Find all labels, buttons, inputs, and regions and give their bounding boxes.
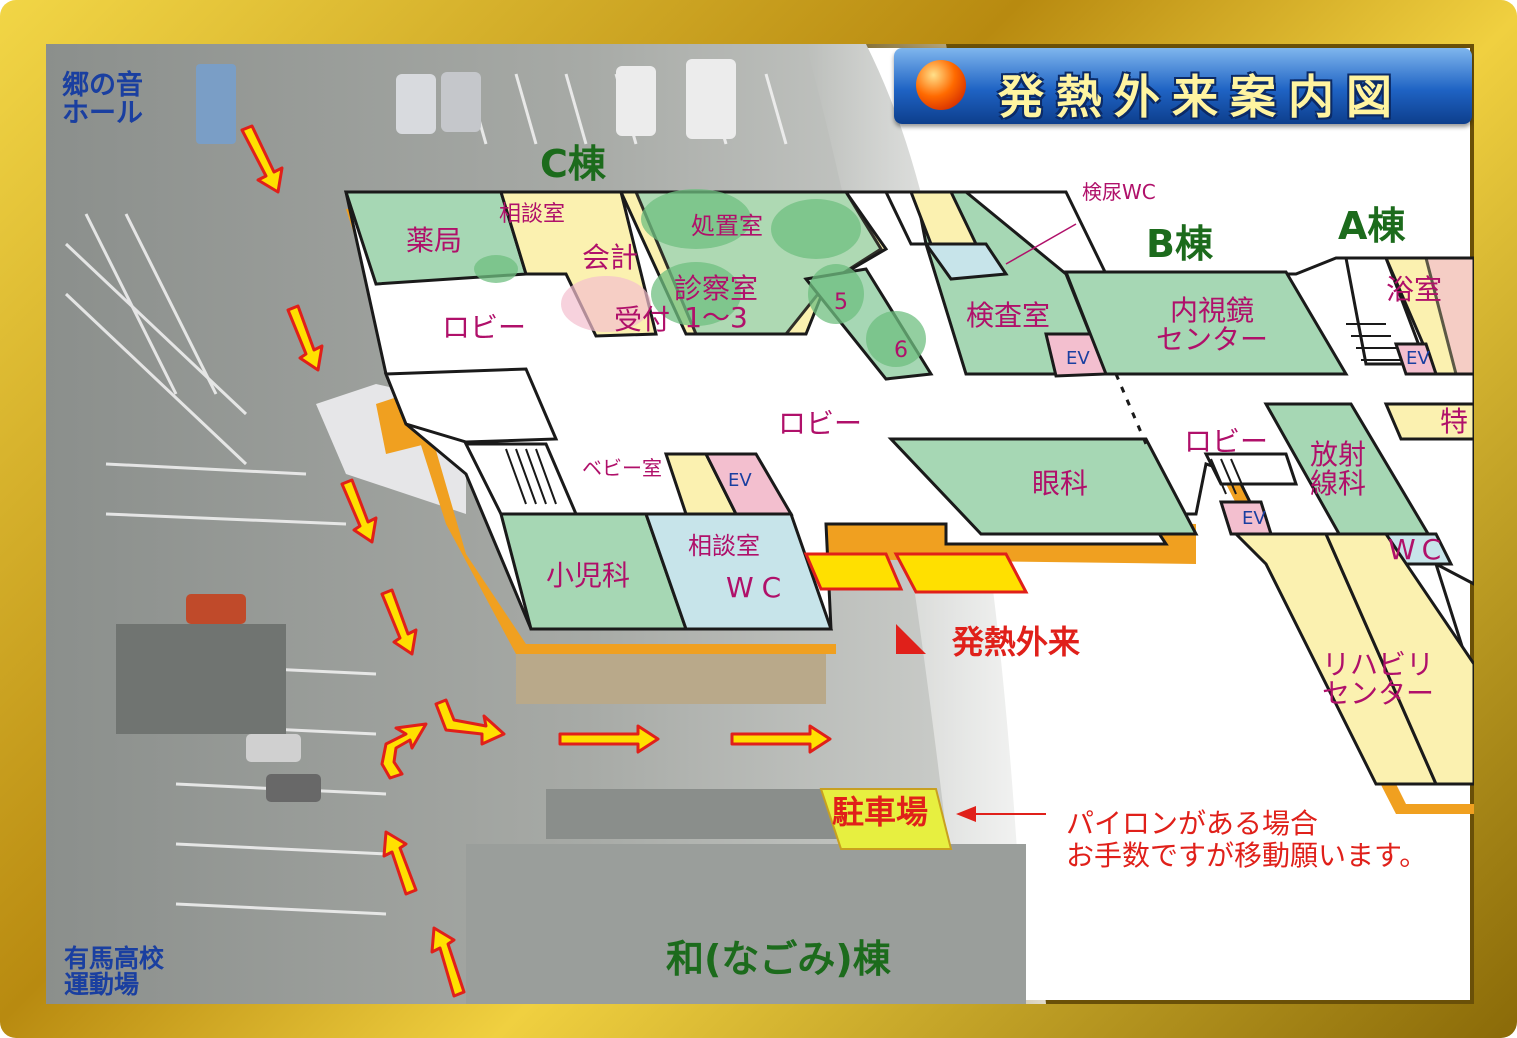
treatment-room-label: 処置室: [691, 212, 763, 240]
c2-ev-label: EV: [728, 470, 752, 491]
b-wc-label: WC: [1388, 533, 1448, 566]
page-title: 発熱外来案内図: [998, 70, 1404, 124]
radiology-line1: 放射: [1310, 438, 1367, 471]
title-banner: 発熱外来案内図: [894, 48, 1472, 124]
lab-label: 検査室: [966, 299, 1051, 332]
main-lobby-label: ロビー: [778, 407, 863, 440]
b-building-label: B棟: [1146, 222, 1213, 266]
cashier-label: 会計: [582, 241, 639, 274]
reception-label: 受付: [614, 303, 671, 336]
c-ev-label: EV: [1066, 348, 1090, 369]
arima-field-label: 有馬高校 運動場: [64, 944, 165, 1000]
bath-label: 浴室: [1386, 273, 1443, 306]
urine-wc-leader: [1005, 223, 1077, 265]
pediatrics-label: 小児科: [546, 559, 631, 592]
room-5-label: 5: [834, 290, 848, 315]
c-building-label: C棟: [540, 142, 606, 186]
consult-room-label: 相談室: [499, 202, 566, 227]
fever-clinic-label: 発熱外来: [952, 623, 1081, 661]
baby-room-label: ベビー室: [582, 456, 662, 480]
b-ev-label: EV: [1242, 508, 1266, 529]
nagomi-roof: [466, 844, 1026, 1004]
exam-room-label: 診察室 1～3: [674, 274, 758, 333]
parking-label: 駐車場: [832, 793, 929, 831]
gonone-line2: ホール: [62, 98, 143, 130]
b-stairs: [1210, 458, 1247, 495]
c-stairs: [505, 448, 557, 505]
treatment-beds: [474, 189, 926, 367]
route-arrows: [240, 124, 832, 998]
consult-room-2-label: 相談室: [688, 532, 760, 560]
radiology-line2: 線科: [1310, 467, 1367, 501]
endoscopy-line2: センター: [1156, 323, 1269, 357]
arima-line2: 運動場: [64, 970, 140, 1000]
pylon-note: パイロンがある場合 お手数ですが移動願います。: [1066, 807, 1428, 873]
a-building-rooms: [1344, 256, 1474, 441]
note-line2: お手数ですが移動願います。: [1066, 839, 1428, 873]
rehab-label: リハビリ センター: [1322, 650, 1434, 709]
special-room-label: 特: [1440, 405, 1469, 438]
gonone-hall-label: 郷の音 ホール: [62, 70, 143, 130]
a-stairs: [1346, 323, 1401, 361]
room-6-label: 6: [894, 338, 908, 363]
endoscopy-label: 内視鏡 センター: [1156, 296, 1268, 355]
a-building-label: A棟: [1338, 204, 1406, 248]
fever-clinic-pointer: [896, 624, 926, 654]
gonone-line1: 郷の音: [62, 70, 143, 101]
urine-wc-label: 検尿WC: [1082, 180, 1156, 204]
orange-ball-icon: [916, 60, 966, 110]
endoscopy-line1: 内視鏡: [1170, 294, 1255, 327]
pharmacy-label: 薬局: [406, 224, 463, 257]
aerial-structure: [116, 624, 286, 734]
radiology-label: 放射 線科: [1310, 440, 1366, 499]
arima-line1: 有馬高校: [64, 944, 165, 973]
exam-line1: 診察室: [674, 272, 759, 305]
b-lobby-label: ロビー: [1184, 425, 1269, 458]
a-ev-label: EV: [1406, 348, 1430, 369]
rehab-line1: リハビリ: [1322, 648, 1435, 681]
c-wc-label: WC: [726, 571, 790, 604]
ophthalmology-label: 眼科: [1032, 467, 1089, 500]
b-building-rooms: [1063, 270, 1474, 786]
parking-box: [819, 788, 953, 850]
rehab-line2: センター: [1322, 677, 1435, 711]
c-lobby-label: ロビー: [442, 311, 527, 344]
map-drawing: [46, 44, 1474, 1004]
exam-line2: 1～3: [684, 301, 748, 335]
parked-cars: [186, 59, 736, 802]
fever-clinic-zones: [803, 552, 1029, 594]
note-line1: パイロンがある場合: [1066, 807, 1319, 840]
nagomi-building-label: 和(なごみ)棟: [666, 937, 891, 981]
map-area: 発熱外来案内図 C棟 B棟 A棟 和(なごみ)棟 郷の音 ホール 有馬高校 運動…: [46, 44, 1474, 1004]
